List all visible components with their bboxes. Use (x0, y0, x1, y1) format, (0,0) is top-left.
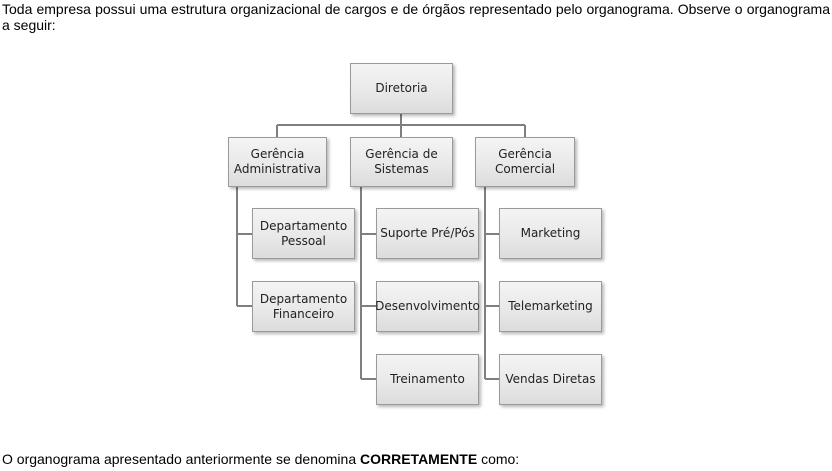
question-emphasis: CORRETAMENTE (360, 451, 478, 467)
org-node-departamento-pessoal: Departamento Pessoal (252, 208, 355, 259)
org-node-gerencia-administrativa: Gerência Administrativa (228, 137, 327, 187)
org-node-diretoria: Diretoria (350, 63, 453, 114)
org-node-gerencia-sistemas: Gerência de Sistemas (350, 137, 453, 187)
org-node-suporte-pre-pos: Suporte Pré/Pós (376, 208, 479, 259)
question-text-before: O organograma apresentado anteriormente … (2, 451, 360, 467)
org-node-treinamento: Treinamento (376, 354, 479, 405)
intro-text: Toda empresa possui uma estrutura organi… (2, 1, 830, 33)
org-node-gerencia-comercial: Gerência Comercial (475, 137, 575, 187)
org-node-telemarketing: Telemarketing (499, 281, 602, 332)
question-text: O organograma apresentado anteriormente … (2, 451, 519, 467)
org-node-vendas-diretas: Vendas Diretas (499, 354, 602, 405)
org-node-departamento-financeiro: Departamento Financeiro (252, 281, 355, 332)
org-node-marketing: Marketing (499, 208, 602, 259)
org-node-desenvolvimento: Desenvolvimento (375, 281, 480, 332)
question-text-after: como: (477, 451, 520, 467)
